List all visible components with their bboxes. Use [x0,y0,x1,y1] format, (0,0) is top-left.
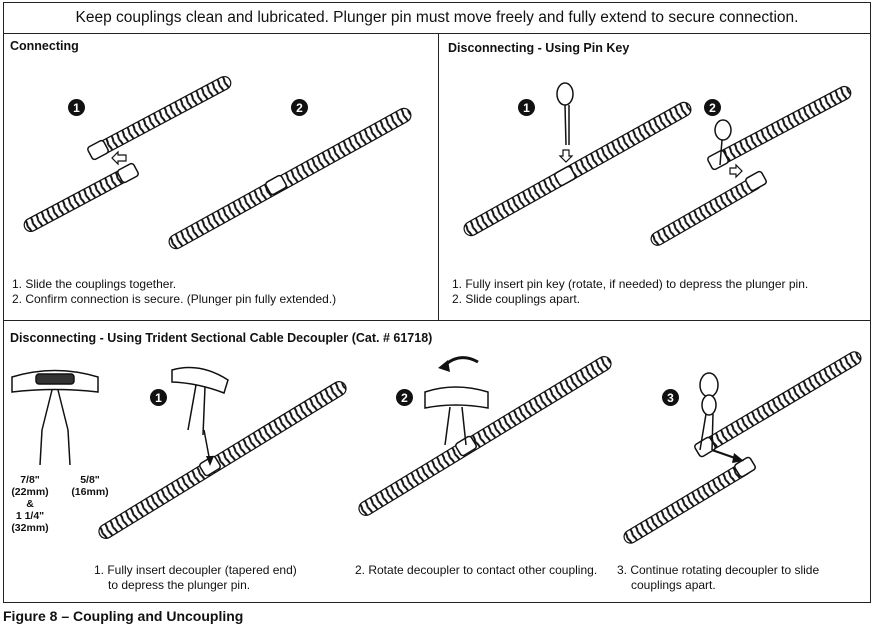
coupling-icon [745,170,767,192]
coupling-icon [117,162,139,184]
arrow-icon [111,150,127,166]
cable-icon [716,85,852,165]
coupling-icon [707,149,729,171]
step-text: 1. Slide the couplings together. [12,277,177,291]
figure-frame: Keep couplings clean and lubricated. Plu… [3,2,871,603]
cable-icon [168,107,412,250]
connecting-steps: 1. Slide the couplings together. 2. Conf… [12,277,336,307]
cable-icon [358,356,612,516]
horizontal-divider [4,320,870,321]
decoupler-step-3: 3. Continue rotating decoupler to slide … [617,563,819,593]
step-text: 2. Confirm connection is secure. (Plunge… [12,292,337,306]
cable-icon [93,75,232,157]
step-text: 1. Fully insert decoupler (tapered end) [94,563,297,577]
arrow-icon [729,163,743,179]
step-badge-2: 2 [396,389,413,406]
coupling-icon [554,165,576,187]
pin-key-icon [556,82,574,146]
step-badge-2: 2 [704,99,721,116]
vertical-divider [438,34,439,320]
step-badge-1: 1 [150,389,167,406]
arrow-icon [206,456,214,466]
arrow-icon [558,149,574,163]
arrow-icon [711,449,744,463]
step-text: to depress the plunger pin. [108,578,251,592]
cable-icon [23,167,132,233]
step-badge-1: 1 [518,99,535,116]
pin-key-steps: 1. Fully insert pin key (rotate, if need… [452,277,808,307]
pin-key-icon [714,119,732,166]
decoupler-tool-icon [171,366,229,463]
size-label-5-8: 5/8" (16mm) [71,474,109,498]
decoupler-step-1: 1. Fully insert decoupler (tapered end) … [94,563,297,593]
coupling-icon [455,435,477,457]
step-badge-2: 2 [291,99,308,116]
size-label-7-8: 7/8" (22mm) & 1 1/4" (32mm) [11,474,49,534]
decoupler-step-2: 2. Rotate decoupler to contact other cou… [355,563,597,578]
cable-icon [463,101,692,237]
step-text: 3. Continue rotating decoupler to slide [617,563,820,577]
decoupler-tool-icon [11,369,99,466]
step-text: couplings apart. [631,578,716,592]
pin-key-title: Disconnecting - Using Pin Key [448,41,630,55]
step-badge-1: 1 [68,99,85,116]
decoupler-tool-icon [699,372,719,451]
coupling-icon [87,139,109,161]
connecting-title: Connecting [10,39,79,53]
decoupler-tool-icon [424,386,489,446]
decoupler-title: Disconnecting - Using Trident Sectional … [10,331,433,345]
cable-icon [650,176,762,246]
cable-icon [698,351,862,454]
step-text: 2. Rotate decoupler to contact other cou… [355,563,598,577]
step-text: 1. Fully insert pin key (rotate, if need… [452,277,809,291]
coupling-icon [265,174,287,196]
step-badge-3: 3 [662,389,679,406]
cable-icon [98,381,347,539]
step-text: 2. Slide couplings apart. [452,292,581,306]
header-note: Keep couplings clean and lubricated. Plu… [4,3,870,34]
figure-caption: Figure 8 – Coupling and Uncoupling [3,608,244,624]
cable-icon [623,461,752,544]
